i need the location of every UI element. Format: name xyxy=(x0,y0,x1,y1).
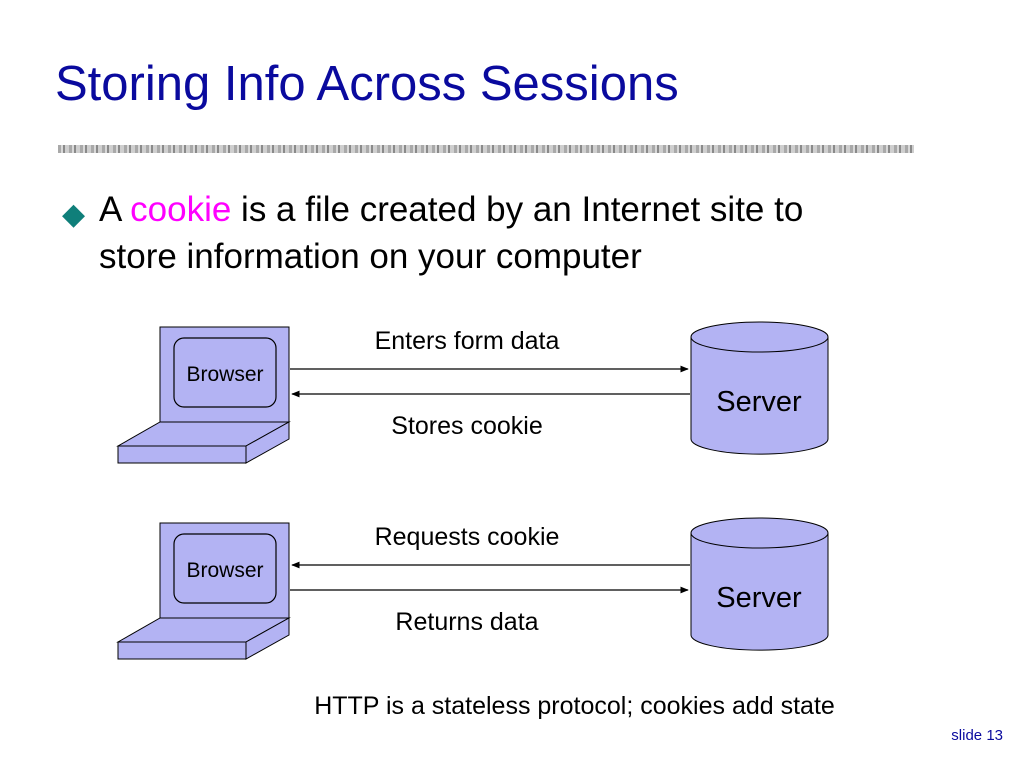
server-cylinder-icon xyxy=(690,321,829,455)
bullet-prefix: A xyxy=(99,190,131,229)
browser-label: Browser xyxy=(186,559,263,582)
server-cylinder-icon xyxy=(690,517,829,651)
cookie-highlight: cookie xyxy=(130,190,232,229)
laptop-icon xyxy=(116,326,291,464)
footer-note: HTTP is a stateless protocol; cookies ad… xyxy=(314,692,835,720)
message-enters-form-data: Enters form data xyxy=(375,327,560,355)
bullet-text: A cookie is a file created by an Interne… xyxy=(62,186,922,280)
diamond-bullet-icon: ◆ xyxy=(62,198,86,231)
diagram-2: Browser Server Requests cookie Returns d… xyxy=(116,517,829,660)
diagram-1: Browser Server Enters form data Stores c… xyxy=(116,321,829,464)
laptop-icon xyxy=(116,522,291,660)
bullet-line-2: store information on your computer xyxy=(99,237,642,276)
message-stores-cookie: Stores cookie xyxy=(391,412,542,440)
message-returns-data: Returns data xyxy=(395,608,538,636)
server-label: Server xyxy=(716,582,802,614)
bullet-rest: is a file created by an Internet site to xyxy=(231,190,804,229)
server-label: Server xyxy=(716,386,802,418)
slide-number: slide 13 xyxy=(951,727,1003,744)
bullet-point: ◆ A cookie is a file created by an Inter… xyxy=(62,186,922,280)
slide-title: Storing Info Across Sessions xyxy=(55,57,679,111)
message-requests-cookie: Requests cookie xyxy=(375,523,560,551)
title-divider xyxy=(58,145,914,153)
browser-label: Browser xyxy=(186,363,263,386)
